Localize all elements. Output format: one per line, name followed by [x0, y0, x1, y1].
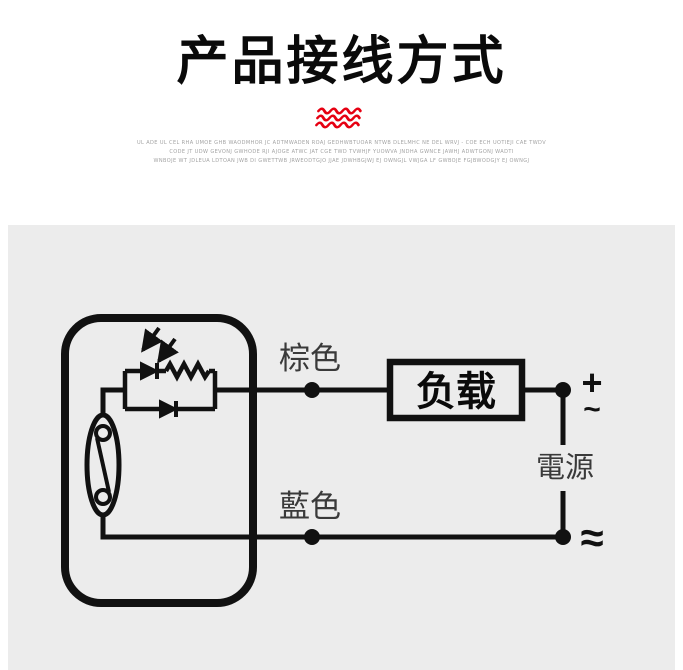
fine-print-line: WNBOJE WT JDLEUA LDTOAN JWB DI GWETTWB J… — [153, 158, 530, 165]
terminal-plus-wave: ~ — [583, 393, 601, 426]
load-label: 负载 — [416, 370, 496, 414]
junction-dot-top — [304, 382, 320, 398]
wave-line — [316, 107, 362, 115]
diagram-panel: 负载 棕色 藍色 電源 + ~ ≈ — [8, 225, 675, 670]
reed-switch-symbol — [84, 412, 122, 518]
wave-decoration-icon — [314, 107, 362, 129]
fine-print-line: UL ADE UL CEL RHA UMOE GHB WAODMHOR JC A… — [136, 140, 547, 147]
blue-wire-label: 藍色 — [279, 489, 341, 524]
terminal-dot-top — [555, 382, 571, 398]
resistor-symbol — [164, 359, 211, 382]
header: 产品接线方式 UL ADE UL CEL RHA UMOE GHB WAODMH… — [0, 0, 683, 166]
wave-line — [315, 114, 361, 122]
wiring-diagram: 负载 棕色 藍色 電源 + ~ ≈ — [61, 314, 604, 607]
wave-line — [314, 121, 360, 129]
terminal-plus-sign: + — [581, 362, 602, 403]
light-arrows-icon — [141, 326, 179, 364]
junction-dot-bottom — [304, 529, 320, 545]
fine-print: UL ADE UL CEL RHA UMOE GHB WAODMHOR JC A… — [102, 139, 582, 166]
fine-print-line: CODE JT UDW GEVONJ GWHODE RJI AJOGE ATWC… — [169, 149, 514, 156]
brown-wire-label: 棕色 — [279, 341, 341, 376]
internal-wire-left — [100, 387, 125, 415]
sensor-body — [61, 314, 257, 607]
blue-wire — [100, 515, 563, 540]
internal-circuit-block — [122, 359, 218, 412]
load-box — [386, 358, 526, 422]
terminal-dot-bottom — [555, 529, 571, 545]
terminal-minus-sign: ≈ — [580, 514, 603, 561]
page-title: 产品接线方式 — [176, 33, 507, 91]
diode-symbol — [159, 399, 179, 419]
power-label: 電源 — [536, 451, 594, 484]
photodiode-symbol — [140, 361, 160, 381]
